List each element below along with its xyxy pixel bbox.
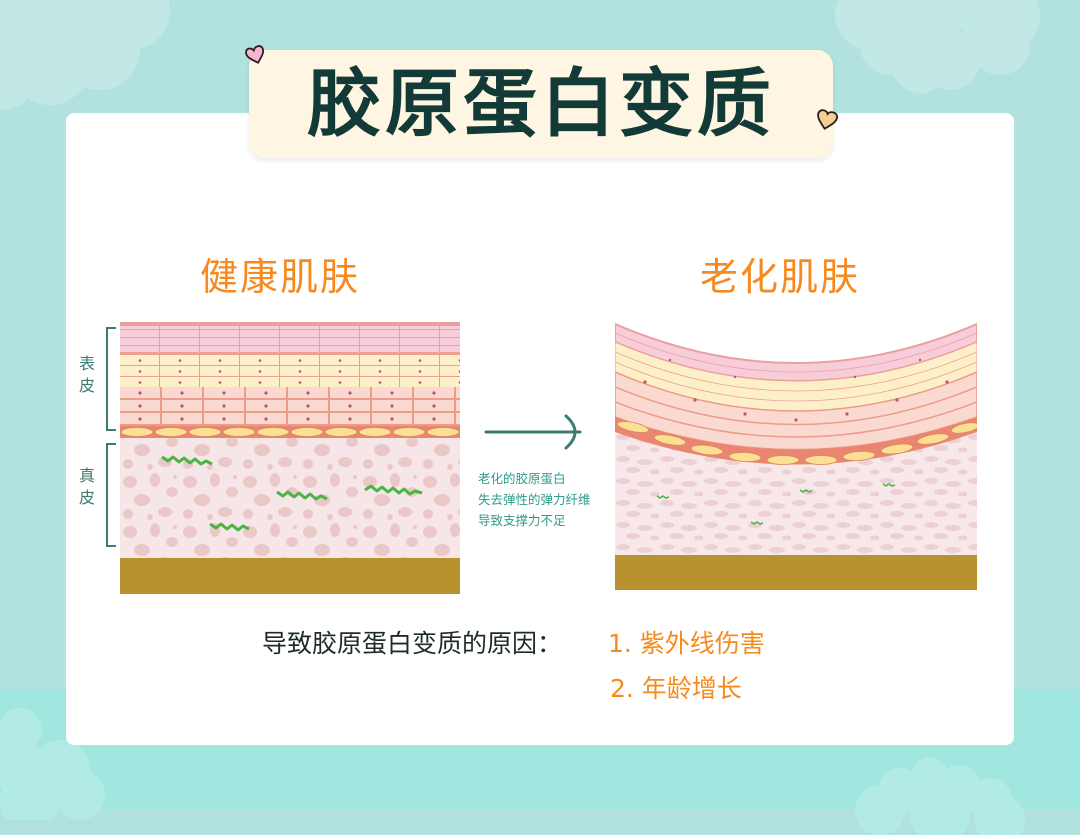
epidermis-label: 表皮 [79, 354, 96, 395]
tan-heart-icon [817, 109, 839, 130]
cloud-bottom-left [0, 708, 105, 820]
cause-item: 2. 年龄增长 [610, 674, 742, 703]
transition-note: 老化的胶原蛋白 失去弹性的弹力纤维 导致支撑力不足 [478, 468, 591, 531]
epidermis-bracket [106, 327, 116, 431]
dermis-label: 真皮 [79, 466, 96, 507]
page-title: 胶原蛋白变质 [307, 61, 775, 147]
cause-item: 1. 紫外线伤害 [608, 629, 765, 658]
note-line: 导致支撑力不足 [478, 513, 566, 528]
causes-label: 导致胶原蛋白变质的原因： [262, 629, 563, 658]
healthy-skin-heading: 健康肌肤 [200, 255, 361, 299]
healthy-skin-illustration [120, 322, 460, 594]
cloud-bottom-right [855, 757, 1025, 835]
aged-skin-illustration [615, 322, 977, 590]
right-arrow-icon [484, 414, 582, 450]
note-line: 失去弹性的弹力纤维 [478, 492, 591, 507]
title-banner: 胶原蛋白变质 [249, 50, 833, 158]
aged-skin-heading: 老化肌肤 [700, 255, 861, 299]
cloud-top-left [0, 0, 170, 110]
pink-heart-icon [245, 45, 265, 64]
cloud-top-right [835, 0, 1040, 93]
dermis-bracket [106, 443, 116, 547]
note-line: 老化的胶原蛋白 [478, 471, 566, 486]
